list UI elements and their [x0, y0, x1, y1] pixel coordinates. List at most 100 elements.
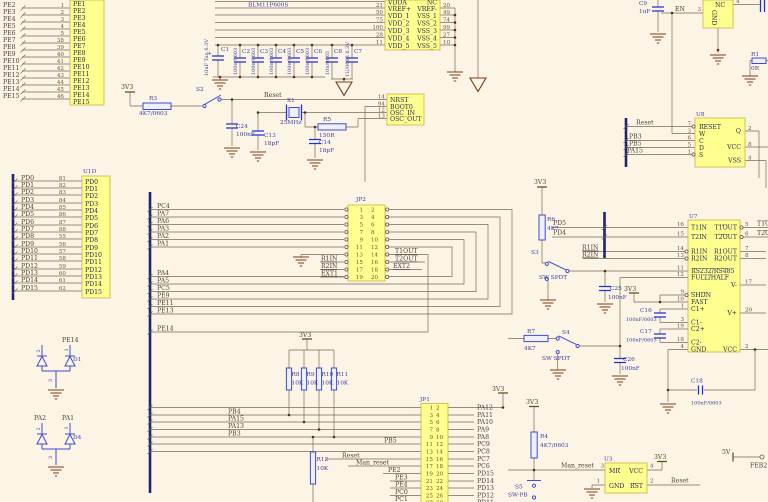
pin-number: 3 — [600, 464, 604, 470]
pin-name: RESET — [699, 124, 722, 131]
mcu-reset-osc-block[interactable] — [386, 93, 425, 126]
resistor-r7 — [523, 334, 549, 343]
crystal-x1[interactable] — [285, 104, 303, 121]
pin-number: 59 — [59, 264, 67, 270]
pin-name: VCC — [726, 144, 741, 151]
component-value: JP2 — [355, 197, 366, 203]
pin-number: 46 — [57, 94, 65, 100]
net-label: PD5 — [553, 220, 566, 227]
header-jp2[interactable] — [347, 204, 386, 282]
pin-number: 20 — [436, 472, 444, 478]
pin-name: VSS_3 — [416, 28, 437, 35]
component-value: 1 — [64, 348, 70, 351]
pin-number: 19 — [356, 275, 364, 281]
mcu-port-pd-block[interactable] — [81, 175, 111, 299]
pin-name: C1+ — [691, 306, 705, 313]
capacitor-c4 — [270, 57, 282, 63]
pin-number: 40 — [57, 52, 65, 58]
reset-supervisor-u3[interactable] — [604, 462, 648, 494]
net-label: PA13 — [228, 423, 244, 430]
rs232-rs485-transceiver-u7[interactable] — [687, 219, 741, 353]
pin-number: 3 — [359, 215, 363, 221]
pin-number: 8 — [745, 253, 749, 259]
pin-name: PE14 — [73, 92, 90, 99]
component-value: 25MHz — [280, 120, 301, 126]
pin-name: OSC_IN — [390, 110, 416, 117]
pin-number: 99 — [443, 25, 451, 31]
pin-name: VDD_4 — [387, 35, 409, 42]
component-value: C1 — [221, 47, 229, 53]
resistor-r6 — [538, 214, 546, 241]
mcu-port-pe-block[interactable] — [69, 0, 105, 106]
mcu-power-block[interactable] — [384, 0, 441, 51]
net-label: PE3 — [3, 9, 16, 16]
component-value: S4 — [562, 330, 570, 336]
ic-blocks[interactable] — [69, 0, 746, 502]
net-label: PD4 — [553, 230, 566, 237]
header-jp1[interactable] — [420, 403, 449, 502]
component-value: 100nF/0603 — [691, 401, 722, 407]
component-value: 10K — [317, 466, 329, 472]
switches[interactable] — [202, 94, 580, 500]
pin-number: 75 — [376, 17, 384, 23]
pin-number: 16 — [436, 457, 444, 463]
component-value: 3 — [48, 379, 54, 382]
pin-number: 3 — [687, 128, 691, 134]
net-label: R2IN — [582, 252, 599, 259]
resistors[interactable] — [142, 57, 767, 485]
resistor-r4 — [530, 431, 538, 459]
resistor-r3 — [142, 102, 172, 110]
component-value: 100nF/0603 — [626, 338, 657, 344]
pin-name: C1- — [691, 320, 702, 327]
component-value: R11 — [337, 372, 349, 378]
capacitor-c24 — [226, 123, 238, 129]
pin-number: 2 — [650, 479, 654, 485]
component-value: 4K7 — [524, 346, 536, 352]
esd-diode-d1[interactable] — [36, 345, 76, 388]
component-value: U7 — [689, 214, 698, 220]
pin-number: 4 — [736, 0, 740, 5]
net-label: PA1 — [157, 241, 169, 248]
capacitor-c3 — [252, 57, 264, 63]
pin-number: 17 — [426, 464, 434, 470]
component-value: 2 — [36, 349, 42, 352]
pin-number: 1 — [60, 3, 64, 9]
pin-name: OSC_OUT — [390, 116, 422, 123]
regulator-ic[interactable] — [702, 0, 734, 29]
pin-number: 44 — [57, 80, 65, 86]
pin-name: FULL/HALF — [691, 275, 730, 282]
pin-number: 14 — [436, 450, 444, 456]
capacitors[interactable] — [212, 0, 766, 395]
pin-name: PD9 — [85, 245, 98, 252]
component-value: 150R — [319, 133, 335, 139]
pin-number: 11 — [426, 442, 433, 448]
pin-number: 55 — [59, 234, 67, 240]
capacitor-c9 — [652, 6, 664, 12]
component-value: 100nF — [608, 295, 627, 301]
net-label: PC7 — [477, 456, 490, 463]
net-label: PD11 — [21, 255, 38, 262]
power-label: 3V3 — [492, 386, 504, 393]
component-value: 100n/0603 — [287, 48, 293, 75]
pin-name: VDD_5 — [387, 43, 409, 50]
pin-number: 16 — [371, 260, 379, 266]
esd-diode-d4[interactable] — [36, 423, 76, 465]
pin-name: VREF- — [416, 6, 437, 13]
pin-name: PE5 — [73, 29, 86, 36]
ic-u8[interactable] — [694, 117, 746, 168]
component-value: C13 — [264, 133, 276, 139]
pin-name: PE2 — [73, 8, 86, 15]
capacitor-edge — [759, 0, 766, 12]
component-value: C24 — [236, 124, 248, 130]
pin-number: 21 — [376, 3, 383, 9]
pin-number: 23 — [426, 486, 434, 492]
net-label: PD0 — [21, 175, 34, 182]
capacitor-c25 — [599, 285, 611, 292]
power-label: 3V3 — [299, 332, 311, 339]
junction-dots — [216, 11, 757, 472]
pin-number: 27 — [426, 501, 434, 502]
pin-number: 2 — [745, 344, 749, 350]
pin-name: VSS_4 — [416, 35, 437, 42]
component-value: 4K7 — [547, 226, 559, 232]
pin-number: 26 — [436, 494, 444, 500]
